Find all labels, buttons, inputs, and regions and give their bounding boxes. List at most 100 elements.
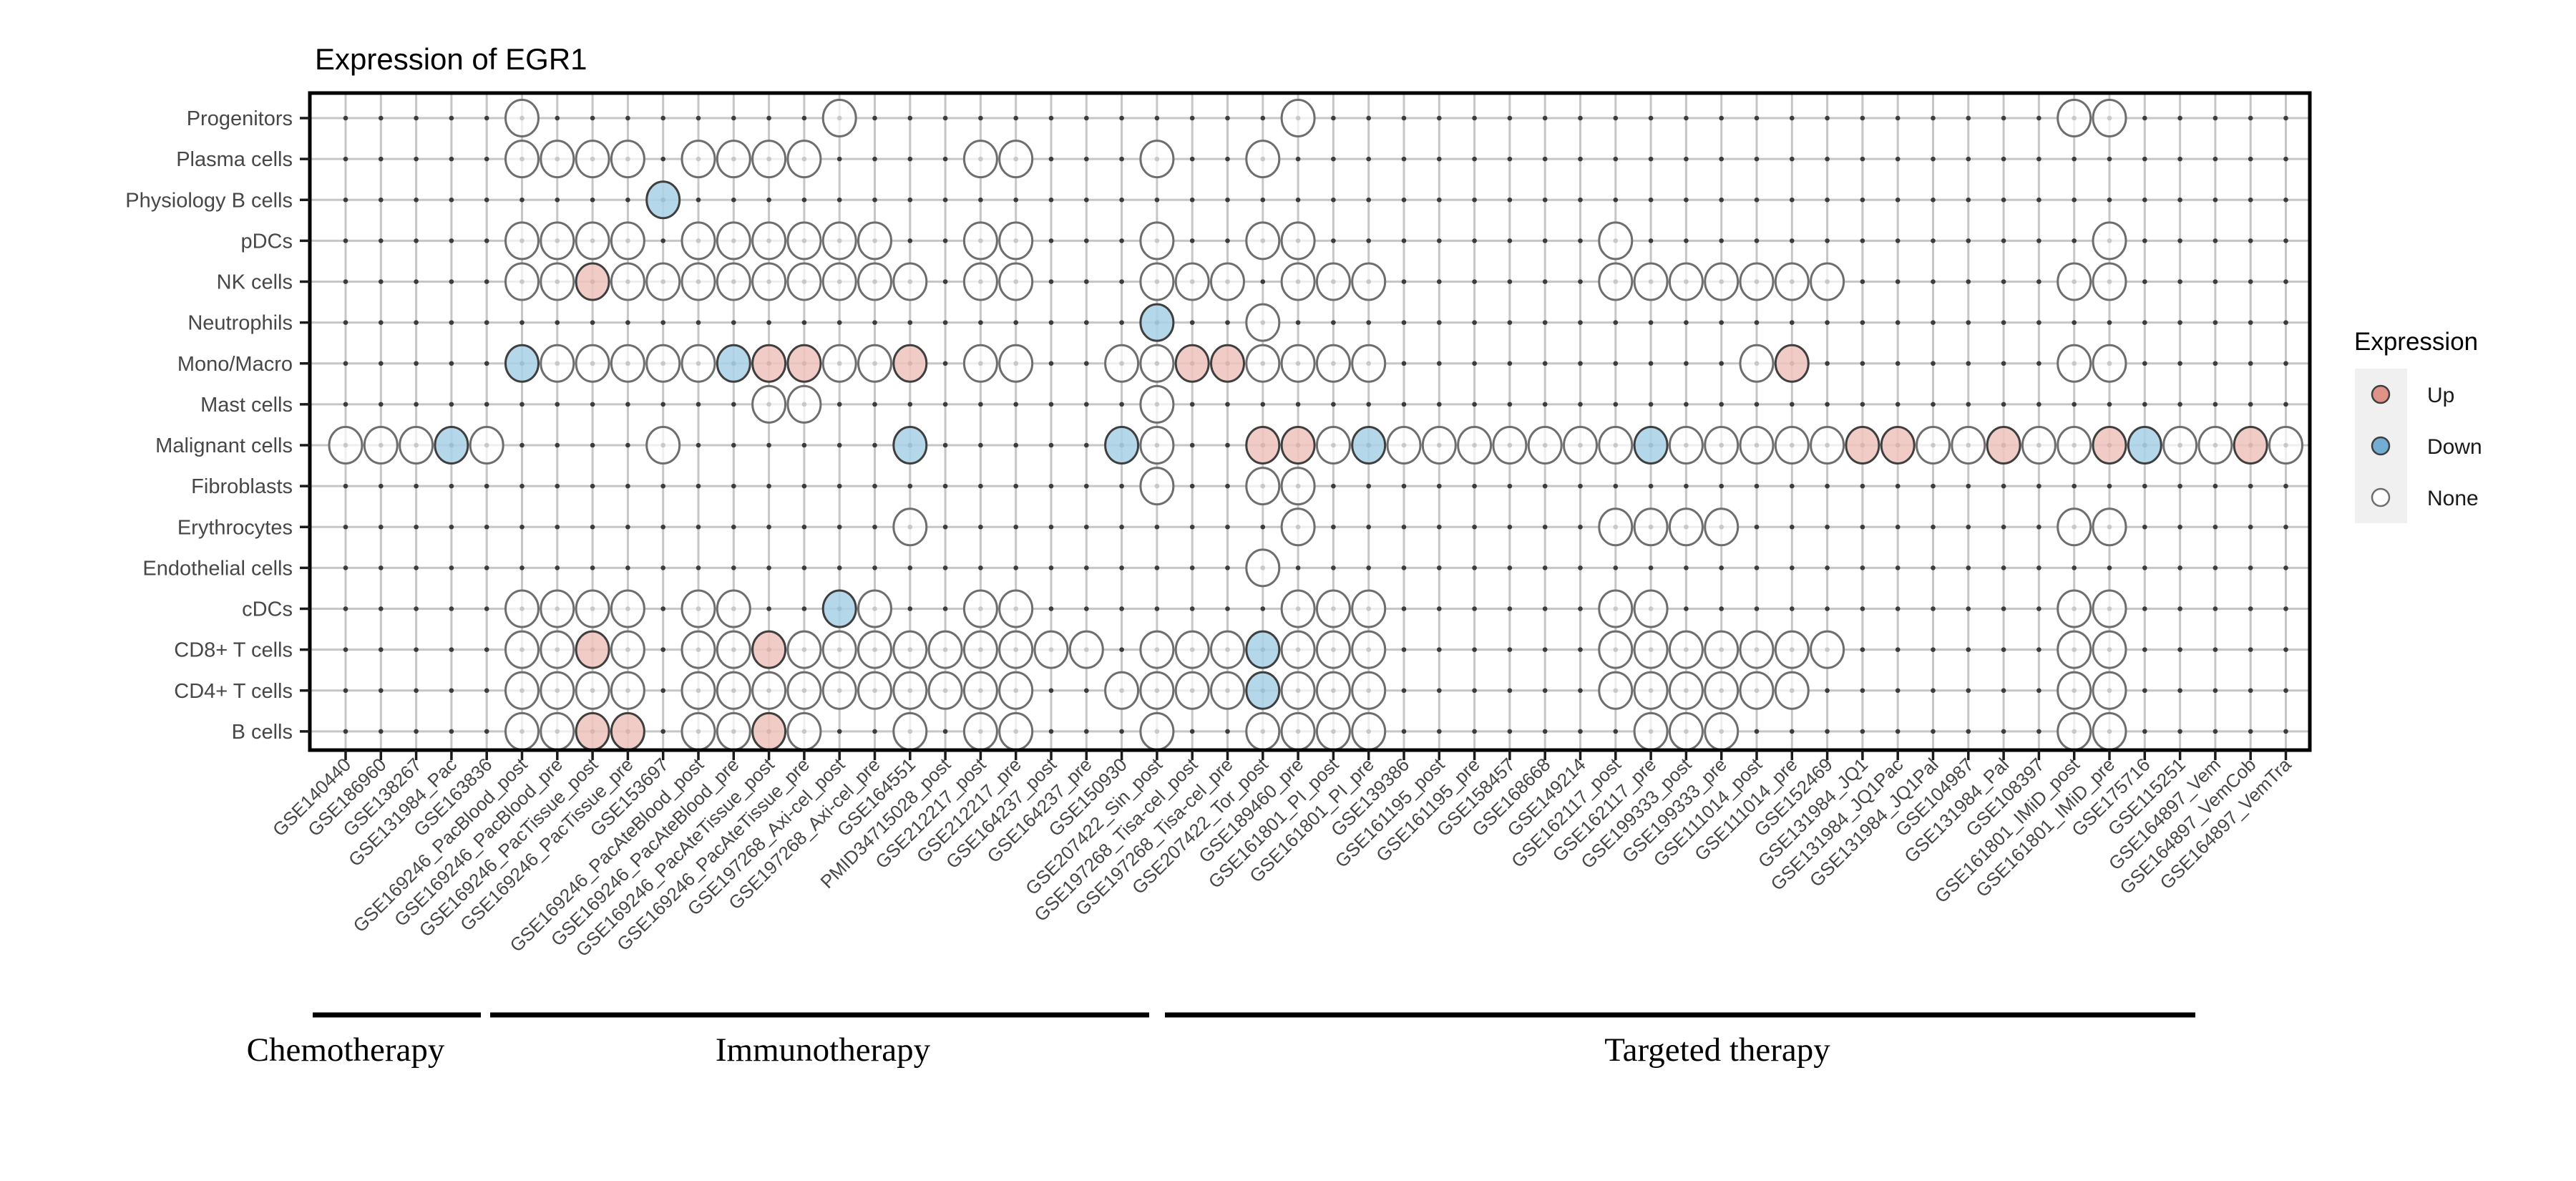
expression-dot-none [998,262,1034,301]
grid-point [1084,320,1089,325]
grid-point [907,156,913,162]
grid-point [696,565,701,570]
expression-dot-none [575,589,610,628]
legend-down-label: Down [2427,435,2482,459]
grid-point [1437,729,1442,734]
grid-point [1295,402,1301,407]
grid-point [1507,647,1513,652]
grid-point [1331,483,1336,489]
grid-point [2283,320,2288,325]
grid-point [1225,238,1230,243]
y-axis-label: Physiology B cells [125,189,293,212]
grid-point [1895,238,1901,243]
grid-point [1613,115,1619,121]
grid-point [414,156,419,162]
expression-dot-none [1280,589,1316,628]
expression-dot-none [892,671,928,710]
y-axis-label: CD8+ T cells [174,639,293,662]
expression-dot-none [1668,262,1704,301]
grid-point [2212,606,2218,611]
expression-dot-none [680,344,716,383]
grid-point [379,115,384,121]
grid-point [1578,320,1583,325]
expression-dot-none [998,671,1034,710]
therapy-group-immunotherapy: Immunotherapy [490,1012,1149,1069]
grid-point [1084,238,1089,243]
grid-point [1684,115,1689,121]
grid-point [2283,361,2288,366]
expression-dot-none [575,344,610,383]
grid-point [1119,156,1124,162]
grid-point [1790,524,1795,530]
grid-point [1189,156,1195,162]
grid-point [1825,156,1830,162]
grid-point [2212,197,2218,203]
expression-dot-none [751,384,787,424]
grid-point [1895,688,1901,694]
grid-point [1295,320,1301,325]
y-axis-label: Fibroblasts [191,475,293,498]
expression-dot-none [751,140,787,179]
grid-point [942,402,948,407]
expression-dot-none [610,221,645,261]
grid-point [1225,442,1230,448]
grid-point [2248,483,2253,489]
expression-dot-none [927,630,963,669]
grid-point [519,483,525,489]
grid-point [872,320,877,325]
grid-point [1542,115,1548,121]
expression-dot-none [1280,671,1316,710]
expression-dot-none [1774,671,1810,710]
grid-point [731,483,736,489]
grid-point [872,402,877,407]
expression-dot-none [2092,262,2127,301]
expression-dot-none [821,221,857,261]
grid-point [1507,197,1513,203]
grid-point [942,524,948,530]
grid-point [731,565,736,570]
expression-dot-none [1139,262,1175,301]
expression-dot-none [1280,711,1316,751]
expression-dot-none [1280,344,1316,383]
grid-point [2072,156,2077,162]
grid-point [1542,279,1548,284]
grid-point [2036,115,2041,121]
grid-point [942,115,948,121]
grid-point [1366,115,1371,121]
expression-dot-none [1774,262,1810,301]
grid-point [2177,361,2182,366]
grid-point [379,402,384,407]
grid-point [1790,320,1795,325]
expression-dot-none [1174,630,1210,669]
grid-point [2248,197,2253,203]
grid-point [1507,238,1513,243]
grid-point [1472,238,1477,243]
grid-point [1048,565,1054,570]
therapy-group-targeted: Targeted therapy [1165,1012,2195,1069]
grid-point [1472,483,1477,489]
grid-point [2072,402,2077,407]
expression-dot-none [680,262,716,301]
expression-dot-none [645,344,681,383]
grid-point [2107,565,2112,570]
grid-point [379,647,384,652]
y-axis-label: Malignant cells [155,434,293,457]
expression-dot-none [540,711,575,751]
grid-point [1472,197,1477,203]
y-axis-label: Mast cells [200,394,293,417]
grid-point [1931,279,1936,284]
grid-point [343,729,348,734]
grid-point [625,524,630,530]
grid-point [836,565,842,570]
expression-dot-none [540,671,575,710]
expression-dot-none [1810,426,1845,465]
grid-point [1366,402,1371,407]
grid-point [801,115,807,121]
grid-point [942,606,948,611]
grid-point [1119,565,1124,570]
grid-point [1613,402,1619,407]
expression-dot-none [1139,467,1175,506]
grid-point [1790,402,1795,407]
grid-point [1225,729,1230,734]
grid-point [343,402,348,407]
